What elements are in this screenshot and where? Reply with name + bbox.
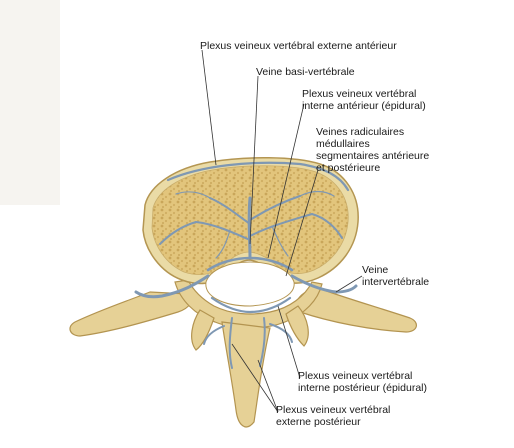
label-basivertebral-vein: Veine basi-vertébrale [256, 66, 355, 78]
label-line: intervertébrale [362, 276, 429, 288]
label-line: Plexus veineux vertébral [302, 88, 426, 100]
label-intervertebral-vein: Veine intervertébrale [362, 264, 429, 288]
label-line: Plexus veineux vertébral [298, 370, 427, 382]
label-line: interne antérieur (épidural) [302, 100, 426, 112]
label-line: médullaires [316, 138, 429, 150]
left-transverse-process [70, 292, 191, 336]
basivertebral-vein-vessel [249, 198, 250, 258]
leader-plexus-ext-post [258, 360, 278, 412]
label-line: Plexus veineux vertébral externe antérie… [200, 40, 397, 52]
label-line: et postérieure [316, 162, 429, 174]
background-tint-left [0, 0, 60, 205]
label-line: externe postérieur [276, 416, 390, 428]
vertebral-foramen [206, 262, 294, 306]
label-line: Veines radiculaires [316, 126, 429, 138]
label-plexus-external-anterior: Plexus veineux vertébral externe antérie… [200, 40, 397, 52]
label-plexus-external-posterior: Plexus veineux vertébral externe postéri… [276, 404, 390, 428]
label-plexus-internal-anterior: Plexus veineux vertébral interne antérie… [302, 88, 426, 112]
left-articular-process [192, 310, 214, 350]
label-line: Veine [362, 264, 429, 276]
label-line: interne postérieur (épidural) [298, 382, 427, 394]
label-line: segmentaires antérieure [316, 150, 429, 162]
label-line: Veine basi-vertébrale [256, 66, 355, 78]
label-radicular-veins: Veines radiculaires médullaires segmenta… [316, 126, 429, 174]
leader-plexus-ext-ant [202, 50, 216, 165]
label-line: Plexus veineux vertébral [276, 404, 390, 416]
label-plexus-internal-posterior: Plexus veineux vertébral interne postéri… [298, 370, 427, 394]
